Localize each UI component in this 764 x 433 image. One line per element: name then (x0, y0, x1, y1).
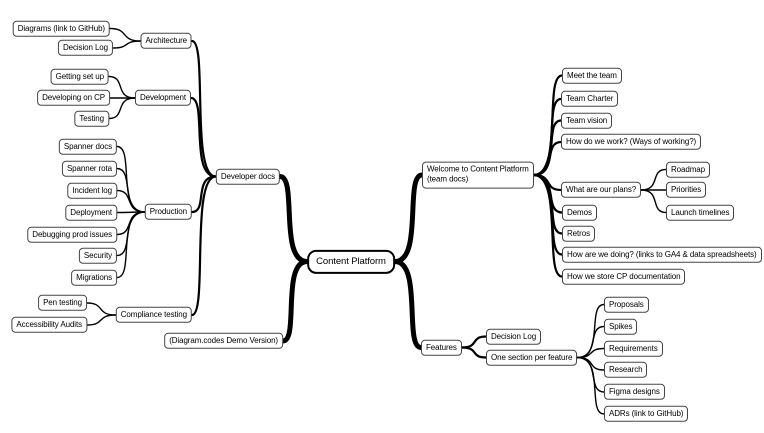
node-accessibility-audits: Accessibility Audits (11, 316, 87, 334)
node-decision-log-architecture: Decision Log (57, 39, 113, 57)
node-priorities: Priorities (666, 181, 707, 199)
edge-production--migrations (116, 211, 146, 279)
node-spanner-rota: Spanner rota (61, 160, 117, 177)
node-launch-timelines: Launch timelines (666, 204, 735, 221)
node-testing: Testing (74, 110, 109, 127)
edge-content-platform--developer-docs (277, 174, 310, 264)
node-incident-log: Incident log (67, 182, 117, 199)
node-demos: Demos (562, 204, 597, 221)
node-retros: Retros (562, 225, 595, 242)
edge-one-section-per-feature--adrs-github (576, 356, 605, 415)
node-how-are-we-doing: How are we doing? (links to GA4 & data s… (562, 246, 762, 263)
edge-developer-docs--compliance-testing (190, 175, 217, 317)
node-spikes: Spikes (604, 318, 638, 335)
node-diagrams-github: Diagrams (link to GitHub) (12, 20, 110, 37)
node-what-are-our-plans: What are our plans? (561, 181, 642, 199)
edge-architecture--diagrams-github (109, 27, 142, 42)
node-decision-log-features: Decision Log (486, 328, 542, 345)
node-developing-on-cp: Developing on CP (37, 89, 110, 107)
edge-content-platform--features (392, 259, 424, 350)
edge-what-are-our-plans--launch-timelines (640, 189, 667, 214)
node-deployment: Deployment (65, 204, 117, 221)
edge-features--one-section-per-feature (460, 346, 488, 359)
node-team-vision: Team vision (561, 112, 613, 129)
node-requirements: Requirements (604, 340, 663, 357)
node-getting-set-up: Getting set up (50, 68, 109, 85)
edge-developer-docs--architecture (190, 39, 217, 178)
node-roadmap: Roadmap (666, 161, 710, 178)
edge-architecture--decision-log-architecture (112, 40, 142, 49)
node-diagram-codes-demo: (Diagram.codes Demo Version) (164, 332, 283, 350)
edge-development--getting-set-up (108, 75, 136, 99)
node-team-charter: Team Charter (561, 90, 619, 108)
node-research: Research (604, 361, 648, 379)
node-proposals: Proposals (604, 296, 649, 313)
node-content-platform: Content Platform (307, 249, 395, 274)
node-one-section-per-feature: One section per feature (486, 349, 578, 366)
node-adrs-github: ADRs (link to GitHub) (604, 405, 689, 423)
node-compliance-testing: Compliance testing (115, 306, 192, 324)
edge-what-are-our-plans--roadmap (640, 168, 667, 191)
edge-welcome-team-docs--how-do-we-work (532, 140, 563, 177)
node-features: Features (421, 339, 462, 356)
edge-features--decision-log-features (460, 335, 488, 349)
node-migrations: Migrations (71, 269, 117, 286)
node-how-we-store-docs: How we store CP documentation (562, 268, 686, 285)
edge-welcome-team-docs--how-we-store-docs (532, 173, 564, 278)
node-welcome-team-docs: Welcome to Content Platform (team docs) (422, 161, 534, 189)
node-security: Security (78, 247, 117, 264)
node-developer-docs: Developer docs (215, 168, 280, 185)
edge-compliance-testing--pen-testing (86, 302, 117, 316)
edge-developer-docs--development (189, 96, 217, 178)
edge-content-platform--diagram-codes-demo (280, 259, 310, 344)
edge-welcome-team-docs--retros (532, 173, 564, 235)
node-pen-testing: Pen testing (38, 294, 87, 312)
node-figma-designs: Figma designs (604, 383, 665, 401)
node-architecture: Architecture (140, 32, 192, 50)
node-development: Development (134, 89, 191, 107)
node-spanner-docs: Spanner docs (58, 138, 117, 155)
edge-compliance-testing--accessibility-audits (86, 314, 117, 326)
node-debugging-prod-issues: Debugging prod issues (27, 226, 117, 243)
edge-content-platform--welcome-team-docs (392, 172, 425, 264)
node-meet-the-team: Meet the team (562, 67, 622, 84)
node-production: Production (144, 203, 192, 221)
node-how-do-we-work: How do we work? (Ways of working?) (561, 133, 702, 151)
edge-development--testing (108, 97, 136, 120)
